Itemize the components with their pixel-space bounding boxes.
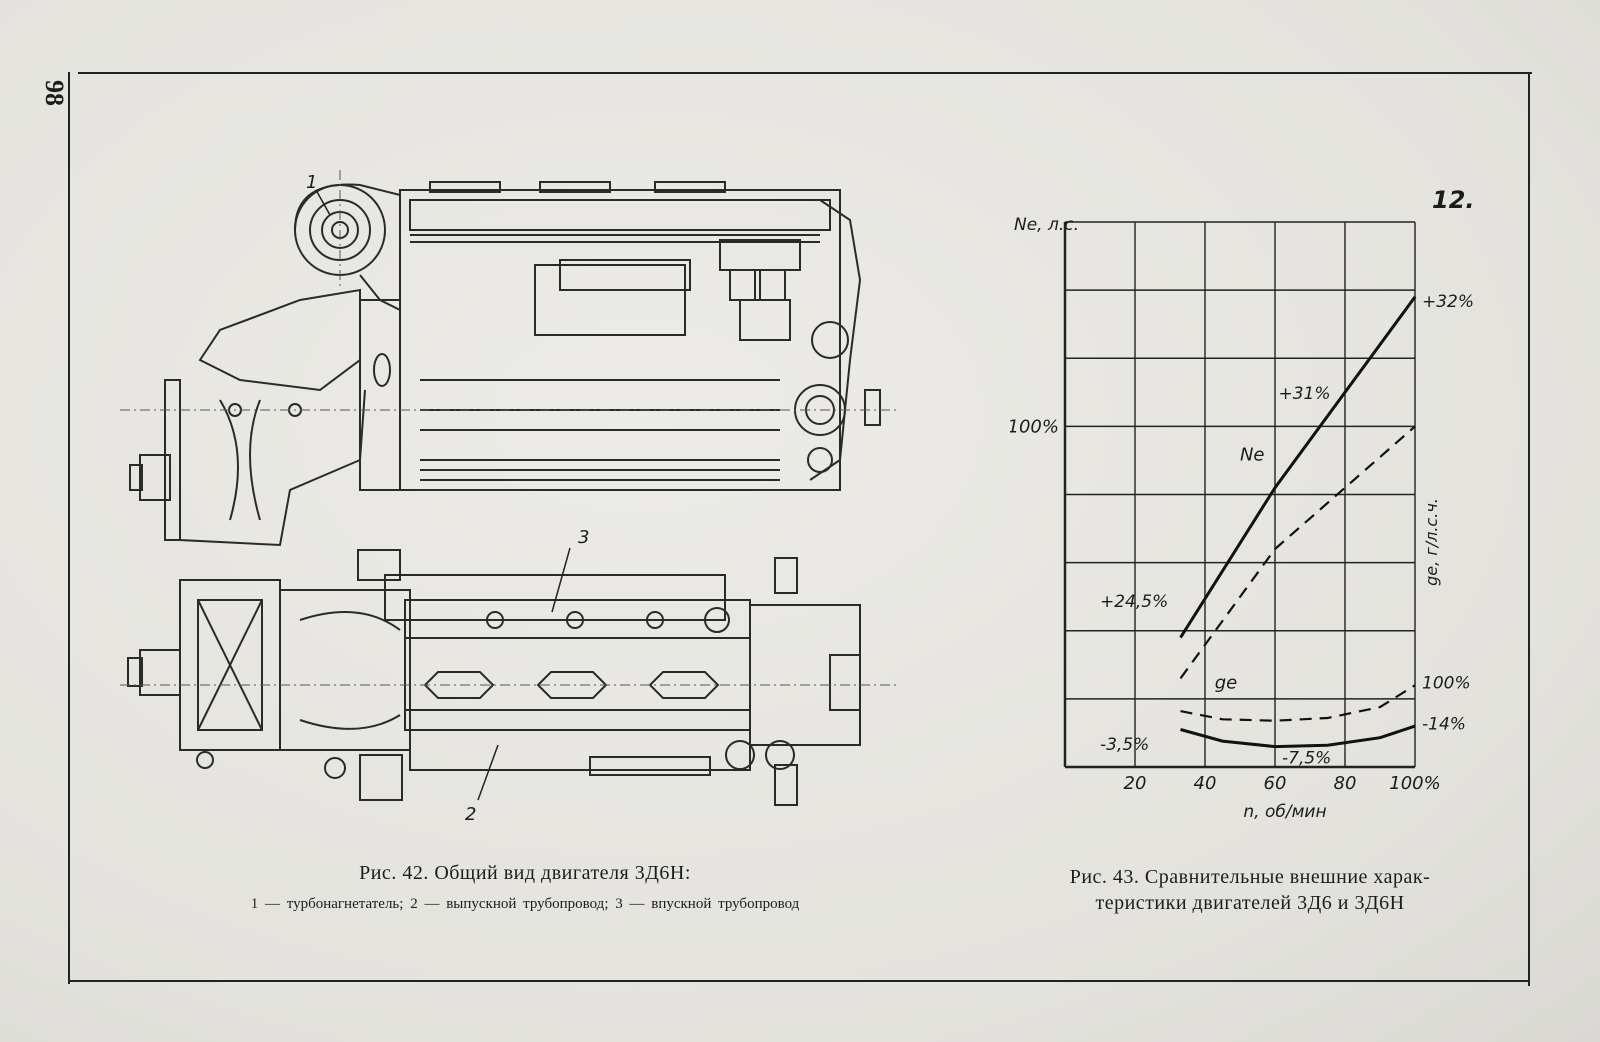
chart-annotation: +24,5% (1100, 592, 1168, 612)
frame-left (68, 72, 70, 984)
chart-annotation: -14% (1422, 715, 1466, 735)
figure43-chart: 20 40 60 80 100% 100% n, об/мин Nе, л.с. gе, г/л… (1010, 215, 1474, 822)
chart-annotation: 100% (1422, 674, 1471, 694)
figure42-caption: Рис. 42. Общий вид двигателя 3Д6Н: (359, 862, 691, 884)
figure43-caption: Рис. 43. Сравнительные внешние харак- те… (1000, 864, 1500, 916)
figure42-legend: 1 — турбонагнетатель; 2 — выпускной труб… (250, 896, 800, 912)
y-tick-label: 100% (1010, 416, 1059, 437)
callout-3: 3 (578, 527, 589, 548)
series-line-3 (1180, 684, 1416, 722)
x-tick-label: 100% (1389, 773, 1440, 794)
figure43-caption-line1: Рис. 43. Сравнительные внешние харак- (1069, 866, 1431, 888)
callout-1: 1 (306, 172, 317, 193)
series-line-1 (1179, 425, 1416, 680)
page-number: 98 (40, 80, 69, 106)
x-axis-label: n, об/мин (1243, 802, 1326, 822)
frame-top (78, 72, 1532, 74)
engine-drawing: 1 3 2 (120, 170, 900, 825)
series-label-ne: Nе (1240, 444, 1265, 465)
callout-2: 2 (465, 804, 476, 825)
figure43-caption-line2: теристики двигателей 3Д6 и 3Д6Н (1095, 892, 1405, 914)
engine-top-view (127, 549, 861, 806)
series-line-0 (1179, 296, 1417, 639)
series-label-ge: gе (1215, 673, 1238, 694)
x-tick-label: 80 (1334, 773, 1357, 794)
x-tick-label: 20 (1124, 773, 1147, 794)
frame-bottom (70, 980, 1530, 982)
series-line-2 (1180, 724, 1416, 749)
y-axis-label-right: gе, г/л.с.ч. (1422, 498, 1441, 586)
chart-annotation: -7,5% (1282, 749, 1331, 769)
corner-mark: 12. (1432, 186, 1475, 214)
y-axis-label-left: Nе, л.с. (1014, 215, 1079, 235)
chart-annotation: +32% (1422, 292, 1474, 312)
x-tick-label: 60 (1264, 773, 1287, 794)
engine-side-view (129, 181, 881, 547)
frame-right (1528, 74, 1530, 986)
x-tick-label: 40 (1194, 773, 1217, 794)
chart-annotation: +31% (1279, 384, 1331, 404)
chart-annotation: -3,5% (1100, 735, 1149, 755)
